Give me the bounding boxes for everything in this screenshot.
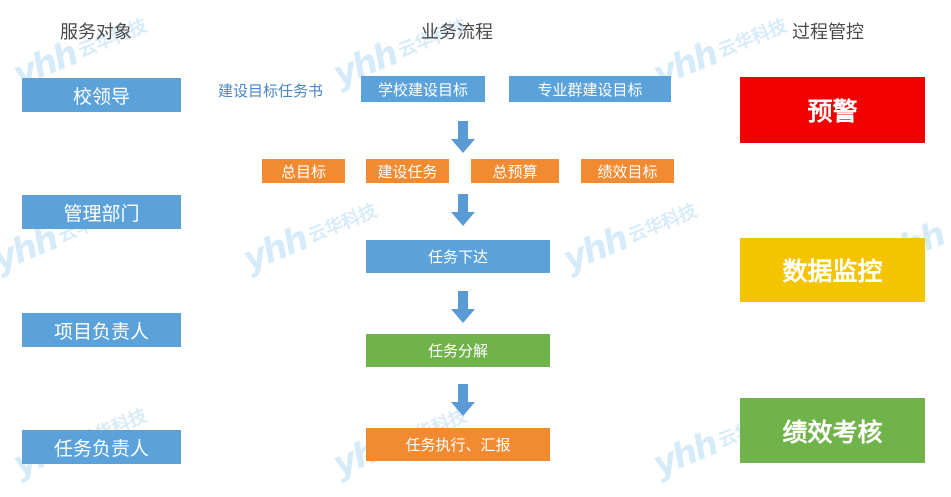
subgoal-total: 总目标 — [262, 159, 345, 183]
watermark-brand: 云华科技 — [625, 200, 700, 247]
header-business-flow: 业务流程 — [421, 22, 493, 43]
control-performance-review: 绩效考核 — [740, 398, 925, 463]
goal-specialty-group: 专业群建设目标 — [509, 76, 671, 102]
header-service-objects: 服务对象 — [60, 22, 132, 43]
subgoal-budget: 总预算 — [471, 159, 559, 183]
arrow-down-1 — [451, 121, 475, 153]
arrow-down-2 — [451, 194, 475, 226]
watermark-mark: yhh — [557, 218, 633, 280]
step-task-execute-report: 任务执行、汇报 — [366, 428, 550, 461]
subgoal-performance: 绩效目标 — [581, 159, 674, 183]
step-task-issue: 任务下达 — [366, 240, 550, 273]
control-data-monitor: 数据监控 — [740, 238, 925, 302]
arrow-down-3 — [451, 291, 475, 323]
step-task-breakdown: 任务分解 — [366, 334, 550, 367]
object-management-dept: 管理部门 — [22, 195, 181, 229]
watermark-brand: 云华科技 — [715, 15, 790, 62]
watermark-mark: yhh — [647, 423, 723, 485]
object-school-leaders: 校领导 — [22, 78, 181, 112]
object-task-lead: 任务负责人 — [22, 430, 181, 464]
goal-school: 学校建设目标 — [361, 76, 485, 102]
watermark-mark: yhh — [237, 218, 313, 280]
subgoal-build-tasks: 建设任务 — [366, 159, 449, 183]
header-process-control: 过程管控 — [792, 22, 864, 43]
arrow-down-4 — [451, 384, 475, 416]
object-project-lead: 项目负责人 — [22, 313, 181, 347]
doc-label: 建设目标任务书 — [218, 82, 324, 100]
control-warning: 预警 — [740, 77, 925, 143]
